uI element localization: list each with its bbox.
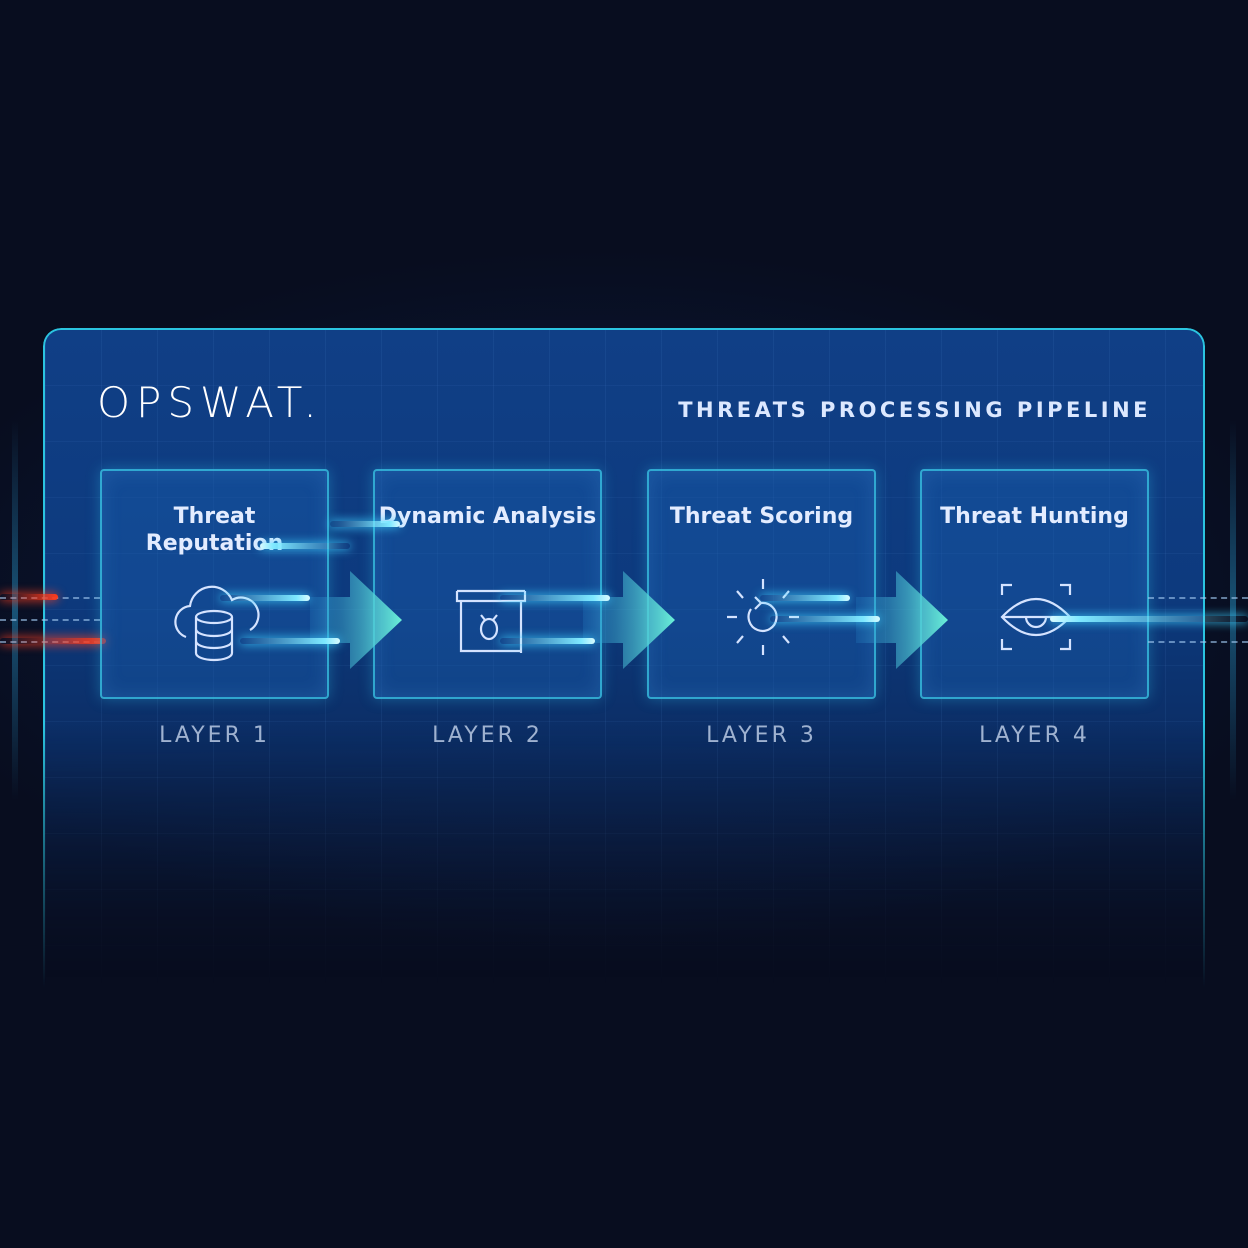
arrow-right-icon — [856, 571, 948, 669]
edge-glow — [12, 420, 18, 800]
data-streak — [770, 616, 880, 622]
arrow-right-icon — [583, 571, 675, 669]
input-line — [0, 619, 100, 621]
layer-2-card: Dynamic Analysis — [373, 469, 602, 699]
opswat-logo: OPSWAT. — [97, 378, 323, 427]
data-streak — [220, 595, 310, 601]
threat-streak — [0, 594, 58, 600]
pipeline-title: THREATS PROCESSING PIPELINE — [678, 398, 1151, 422]
data-streak — [500, 638, 595, 644]
eye-scan-icon — [1000, 583, 1072, 651]
layer-label: LAYER 1 — [159, 723, 270, 748]
refresh-burst-icon — [727, 579, 799, 655]
layer-3-card: Threat Scoring — [647, 469, 876, 699]
data-streak — [330, 521, 400, 527]
edge-glow — [1230, 420, 1236, 800]
layer-label: LAYER 3 — [706, 723, 817, 748]
arrow-right-icon — [310, 571, 402, 669]
layer-label: LAYER 2 — [432, 723, 543, 748]
data-streak — [760, 595, 850, 601]
data-streak — [500, 595, 610, 601]
data-streak — [260, 543, 350, 549]
output-line — [1148, 597, 1248, 599]
layer-label: LAYER 4 — [979, 723, 1090, 748]
layer-title: Threat Hunting — [940, 504, 1129, 529]
layer-4-card: Threat Hunting — [920, 469, 1149, 699]
sandbox-bug-icon — [455, 589, 527, 653]
data-streak — [1050, 616, 1248, 622]
layer-1-card: Threat Reputation — [100, 469, 329, 699]
threat-streak — [0, 638, 106, 644]
layer-title: Threat Scoring — [669, 504, 854, 529]
data-streak — [240, 638, 340, 644]
cloud-database-icon — [174, 585, 260, 662]
layer-title: Dynamic Analysis — [378, 504, 597, 529]
output-line — [1148, 641, 1248, 643]
